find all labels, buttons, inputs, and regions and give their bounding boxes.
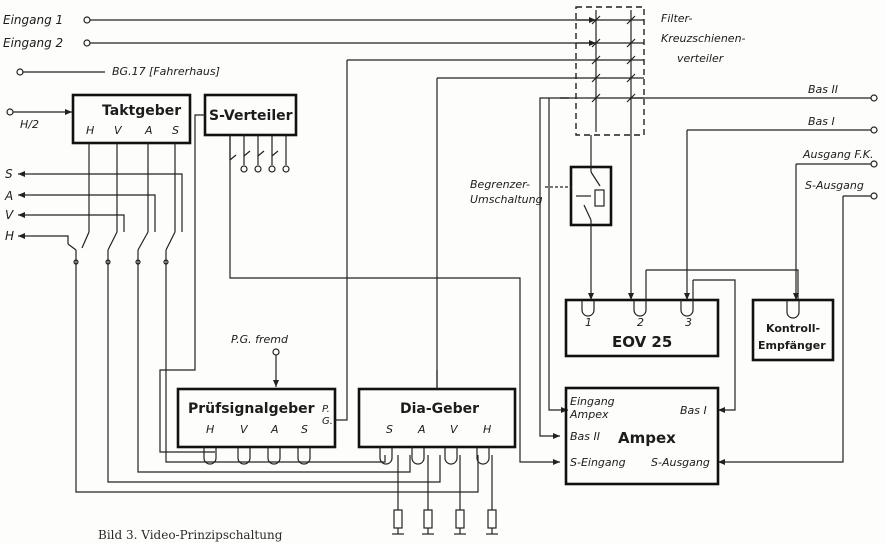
ampex-label-bas1: Bas I (680, 404, 707, 417)
crossbar-feed-lines (346, 59, 569, 439)
pruefsignalgeber-box (176, 387, 337, 449)
pruefsignalgeber-pin-a: A (270, 423, 279, 436)
output-label-s-ausgang: S-Ausgang (805, 179, 864, 192)
output-label-bas1: Bas I (808, 115, 835, 128)
output-terminals (870, 94, 878, 200)
output-lines (631, 97, 871, 465)
pruefsignalgeber-pin-s: S (301, 423, 308, 436)
eov-title: EOV 25 (612, 333, 672, 351)
taktgeber-outputs (88, 143, 176, 232)
s-eingang-line (229, 135, 560, 465)
pruefsignalgeber-pg1: P. (322, 404, 330, 415)
taktgeber-pin-s: S (172, 124, 179, 137)
output-label-ausgang-fk: Ausgang F.K. (802, 148, 874, 161)
begrenzer-label-line1: Begrenzer- (470, 178, 530, 191)
input-label-h2: H/2 (20, 118, 39, 131)
kontroll-label-line1: Kontroll- (766, 322, 820, 335)
kontroll-box (751, 298, 835, 362)
input-label-eingang2: Eingang 2 (3, 36, 63, 50)
ampex-title: Ampex (618, 429, 676, 447)
dia-geber-pin-h: H (483, 423, 491, 436)
input-label-bg17: BG.17 [Fahrerhaus] (112, 65, 220, 78)
left-signal-s: S (5, 167, 13, 181)
left-signal-v: V (5, 208, 14, 222)
dia-geber-pin-a: A (417, 423, 426, 436)
pruefsignalgeber-pin-h: H (206, 423, 214, 436)
pruefsignalgeber-pg2: G. (322, 416, 333, 427)
ampex-label-ampex-sub: Ampex (569, 408, 609, 421)
eov-box (564, 298, 720, 358)
kontroll-label-line2: Empfänger (758, 339, 826, 352)
eov-inputs (581, 132, 799, 413)
eov-pin-1: 1 (585, 316, 592, 329)
left-signal-lines (18, 171, 183, 244)
taktgeber-title: Taktgeber (102, 103, 181, 119)
pruefsignalgeber-inputs (203, 370, 348, 465)
begrenzer-switch (576, 135, 605, 260)
eov-pin-3: 3 (685, 316, 692, 329)
ampex-box (564, 386, 720, 486)
dia-geber-pin-s: S (386, 423, 393, 436)
pg-fremd-label: P.G. fremd (231, 333, 289, 346)
pg-fremd-terminal (272, 348, 280, 356)
begrenzer-label-line2: Umschaltung (470, 193, 543, 206)
dia-geber-pin-v: V (450, 423, 459, 436)
dia-geber-title: Dia-Geber (400, 401, 479, 417)
filter-label-line1: Filter- (661, 12, 692, 25)
dia-geber-box (357, 387, 517, 449)
dia-geber-inputs (379, 370, 490, 465)
taktgeber-pin-h: H (86, 124, 94, 137)
kontroll-input (786, 300, 800, 319)
crossbar-grid (560, 10, 644, 132)
taktgeber-pin-a: A (144, 124, 153, 137)
filter-crossbar-box (575, 6, 645, 136)
ampex-label-s-eingang: S-Eingang (570, 456, 626, 469)
taktgeber-box (71, 93, 192, 145)
s-feed-line (194, 114, 205, 232)
input-lines (13, 17, 596, 115)
left-signal-h: H (5, 229, 14, 243)
ampex-label-bas2: Bas II (570, 430, 600, 443)
left-signal-a: A (4, 189, 13, 203)
ampex-label-eingang: Eingang (570, 395, 615, 408)
selector-switches (67, 231, 176, 265)
figure-caption: Bild 3. Video-Prinzipschaltung (98, 528, 283, 542)
eov-pin-2: 2 (637, 316, 644, 329)
filter-label-line3: verteiler (677, 52, 725, 65)
output-label-bas2: Bas II (808, 83, 838, 96)
input-terminals (6, 16, 91, 116)
filter-label-line2: Kreuzschienen- (661, 32, 746, 45)
switch-down-lines (75, 232, 479, 493)
input-label-eingang1: Eingang 1 (3, 13, 63, 27)
pruefsignalgeber-title: Prüfsignalgeber (188, 401, 315, 417)
pruefsignalgeber-pin-v: V (240, 423, 249, 436)
terminating-resistors (392, 455, 498, 535)
s-verteiler-title: S-Verteiler (209, 108, 293, 124)
s-verteiler-outputs (229, 135, 290, 173)
taktgeber-pin-v: V (114, 124, 123, 137)
ampex-label-s-ausgang: S-Ausgang (651, 456, 710, 469)
